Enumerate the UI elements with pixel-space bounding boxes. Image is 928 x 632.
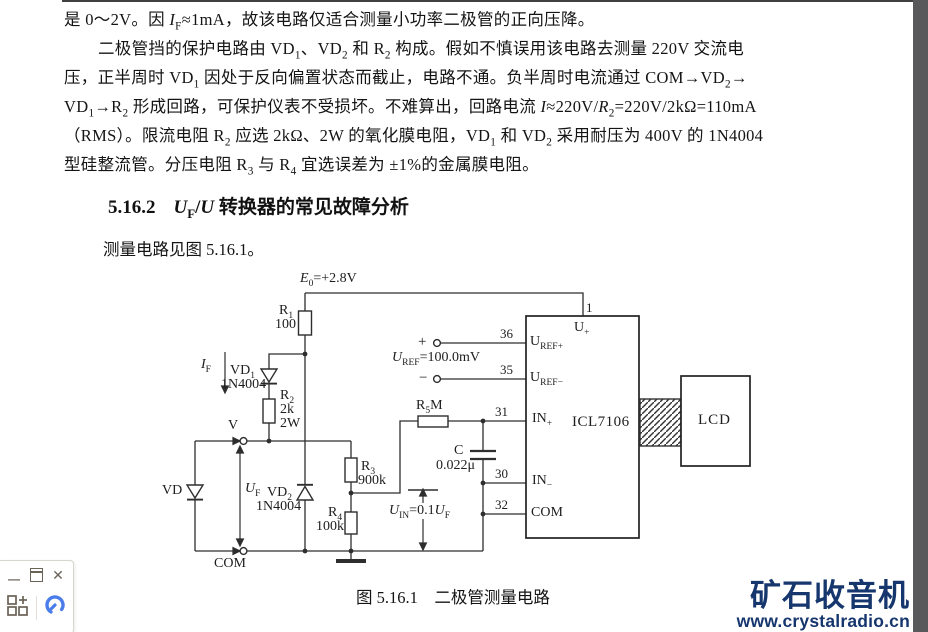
resistor-r4-symbol <box>344 511 358 535</box>
label-r5: R5M <box>416 398 443 416</box>
label-uin: UIN=0.1UF <box>388 503 451 521</box>
watermark-url: www.crystalradio.cn <box>736 611 910 631</box>
com-terminal-circle <box>239 546 248 556</box>
resistor-r5-symbol <box>417 415 449 428</box>
restore-button[interactable] <box>27 566 45 584</box>
label-plus: + <box>418 334 427 350</box>
wires <box>194 292 584 560</box>
app-logo-button[interactable] <box>43 593 67 622</box>
label-pin-1: 1 <box>586 300 593 315</box>
capacitor-symbol <box>470 449 496 461</box>
viewer-edge-strip <box>913 0 928 632</box>
diode-vd1-symbol <box>259 368 279 384</box>
scan-top-edge <box>62 0 913 2</box>
close-icon: ✕ <box>52 566 64 583</box>
toolbar-divider <box>36 595 37 620</box>
label-pin-35: 35 <box>500 362 513 377</box>
minimize-icon: — <box>8 572 20 586</box>
label-r4-value: 100k <box>316 519 344 534</box>
label-r1-name: R1 <box>279 303 294 321</box>
body-line: 二极管挡的保护电路由 VD1、VD2 和 R2 构成。假如不慎误用该电路去测量 … <box>98 39 745 62</box>
resistor-r3-symbol <box>344 457 358 483</box>
diode-vd-symbol <box>185 484 205 500</box>
label-chip-in-plus: IN+ <box>532 411 553 429</box>
label-r3-name: R3 <box>361 459 376 477</box>
com-lead-arrowhead <box>232 546 242 556</box>
blue-swirl-icon <box>45 595 65 615</box>
label-pin-30: 30 <box>495 466 508 481</box>
section-heading: 5.16.2 UF/U 转换器的常见故障分析 <box>108 192 409 221</box>
junction-dots <box>266 351 486 554</box>
body-text: 是 0～2V。因 IF≈1mA，故该电路仅适合测量小功率二极管的正向压降。 二极… <box>64 5 869 179</box>
label-cap-name: C <box>454 443 464 458</box>
label-v-terminal: V <box>228 418 239 433</box>
watermark: 矿石收音机 www.crystalradio.cn <box>737 580 910 631</box>
label-cap-value: 0.022μ <box>436 458 476 473</box>
label-supply: E0=+2.8V <box>300 271 357 289</box>
squares-plus-icon <box>7 595 28 616</box>
label-chip-uref-minus: UREF− <box>530 370 563 388</box>
resistors <box>262 310 449 535</box>
label-uf: UF <box>245 481 261 499</box>
figure-intro-text: 测量电路见图 5.16.1。 <box>103 240 264 259</box>
label-pin-36: 36 <box>500 326 513 341</box>
uref-minus-terminal-circle <box>432 374 442 384</box>
add-widget-button[interactable] <box>5 592 31 623</box>
label-lcd: LCD <box>698 412 731 428</box>
lcd-connector-hatch <box>639 398 682 447</box>
label-r3-value: 900k <box>358 473 386 488</box>
lcd-box <box>680 375 751 467</box>
label-r2-power: 2W <box>280 416 301 431</box>
label-com-terminal: COM <box>214 556 246 571</box>
label-vd2-type: 1N4004 <box>256 499 302 514</box>
window-controls: — ✕ <box>0 561 73 587</box>
minimize-button[interactable]: — <box>5 566 23 586</box>
body-line: 压，正半周时 VD1 因处于反向偏置状态而截止，电路不通。负半周时电流通过 CO… <box>64 68 748 91</box>
v-lead-arrowhead <box>232 436 242 446</box>
watermark-title: 矿石收音机 <box>750 578 910 613</box>
section-number: 5.16.2 <box>108 197 156 218</box>
body-line: 是 0～2V。因 IF≈1mA，故该电路仅适合测量小功率二极管的正向压降。 <box>64 10 595 33</box>
diode-vd2-symbol <box>295 485 315 501</box>
body-line: 型硅整流管。分压电阻 R3 与 R4 宜选误差为 ±1%的金属膜电阻。 <box>64 155 539 178</box>
restore-icon <box>29 568 43 582</box>
label-pin-32: 32 <box>495 497 508 512</box>
v-terminal-circle <box>239 436 248 446</box>
label-pin-31: 31 <box>495 404 508 419</box>
label-r2-name: R2 <box>280 388 295 406</box>
resistor-r2-symbol <box>262 398 276 424</box>
label-r2-value: 2k <box>280 402 294 417</box>
figure-caption: 图 5.16.1 二极管测量电路 <box>356 588 550 607</box>
label-vd2-name: VD2 <box>267 485 292 503</box>
resistor-r1-symbol <box>297 310 313 336</box>
label-chip-u-plus: U+ <box>574 320 590 338</box>
label-minus: − <box>419 370 428 386</box>
label-r1-value: 100 <box>275 317 296 332</box>
diodes <box>185 368 315 501</box>
label-chip-name: ICL7106 <box>572 414 630 430</box>
body-line: VD1→R2 形成回路，可保护仪表不受损坏。不难算出，回路电流 I≈220V/R… <box>64 97 757 120</box>
icl7106-box <box>525 315 640 539</box>
body-line: （RMS）。限流电阻 R2 应选 2kΩ、2W 的氧化膜电阻，VD1 和 VD2… <box>64 126 764 149</box>
label-chip-com: COM <box>531 505 563 520</box>
toolbar-actions <box>0 586 73 623</box>
section-title: UF/U 转换器的常见故障分析 <box>173 197 409 221</box>
label-uref: UREF=100.0mV <box>392 350 480 368</box>
label-if-current: IF <box>201 357 211 375</box>
terminals <box>239 338 442 556</box>
label-chip-in-minus: IN− <box>532 473 553 491</box>
close-button[interactable]: ✕ <box>49 566 67 584</box>
uref-plus-terminal-circle <box>432 338 442 348</box>
label-vd1-name: VD1 <box>230 363 255 381</box>
label-chip-uref-plus: UREF+ <box>530 334 563 352</box>
annotation-arrows <box>220 352 428 556</box>
mini-toolbar-window: — ✕ <box>0 560 74 632</box>
label-vd1-type: 1N4004 <box>221 377 267 392</box>
label-r4-name: R4 <box>328 505 343 523</box>
label-dut-vd: VD <box>162 483 183 498</box>
